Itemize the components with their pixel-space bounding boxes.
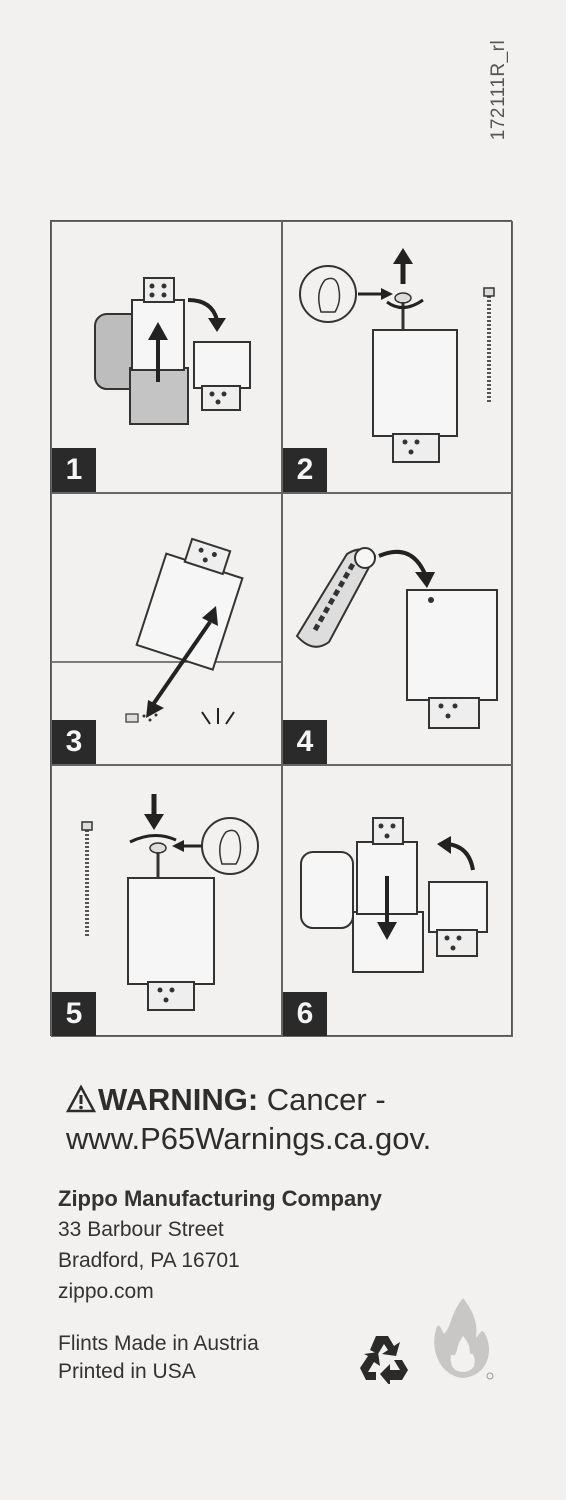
step-4-panel: 4 bbox=[282, 493, 513, 765]
step-4-illustration bbox=[295, 547, 498, 729]
warning-url: www.P65Warnings.ca.gov. bbox=[66, 1121, 432, 1156]
warning-triangle-icon bbox=[66, 1085, 96, 1113]
company-name: Zippo Manufacturing Company bbox=[58, 1186, 382, 1211]
company-city: Bradford, PA 16701 bbox=[58, 1249, 240, 1272]
step-1-number: 1 bbox=[52, 448, 96, 492]
company-street: 33 Barbour Street bbox=[58, 1218, 224, 1241]
warning-label: WARNING: bbox=[98, 1082, 259, 1117]
step-3-number: 3 bbox=[52, 720, 96, 764]
product-code: 172111R_rl bbox=[482, 20, 516, 160]
step-2-illustration bbox=[299, 248, 495, 463]
step-1-panel: 1 bbox=[51, 221, 282, 493]
step-6-number: 6 bbox=[283, 992, 327, 1036]
step-1-illustration bbox=[94, 277, 251, 425]
step-3-panel: 3 bbox=[51, 493, 282, 765]
step-2-number: 2 bbox=[283, 448, 327, 492]
step-5-illustration bbox=[81, 794, 259, 1011]
step-5-number: 5 bbox=[52, 992, 96, 1036]
prop65-warning: WARNING: Cancer - www.P65Warnings.ca.gov… bbox=[66, 1080, 536, 1158]
step-5-panel: 5 bbox=[51, 765, 282, 1037]
origin-info: Flints Made in Austria Printed in USA bbox=[58, 1330, 259, 1386]
zippo-flame-logo-icon bbox=[434, 1298, 494, 1380]
flints-origin: Flints Made in Austria bbox=[58, 1332, 259, 1355]
step-6-panel: 6 bbox=[282, 765, 513, 1037]
step-2-panel: 2 bbox=[282, 221, 513, 493]
company-address: Zippo Manufacturing Company 33 Barbour S… bbox=[58, 1183, 382, 1307]
instruction-grid: 1 2 bbox=[50, 220, 513, 1037]
step-4-number: 4 bbox=[283, 720, 327, 764]
company-website: zippo.com bbox=[58, 1280, 154, 1303]
step-3-illustration bbox=[52, 537, 281, 725]
recycle-icon bbox=[360, 1336, 408, 1384]
warning-line-1: WARNING: Cancer - bbox=[66, 1080, 536, 1119]
warning-text: Cancer - bbox=[258, 1082, 386, 1117]
product-code-text: 172111R_rl bbox=[488, 39, 510, 141]
step-6-illustration bbox=[300, 817, 488, 973]
printed-origin: Printed in USA bbox=[58, 1360, 196, 1383]
